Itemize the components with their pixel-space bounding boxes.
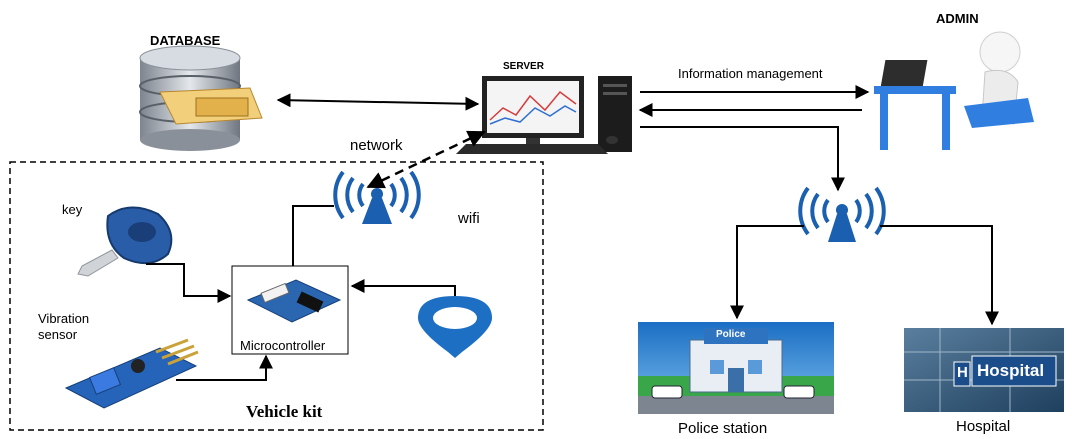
server-label: SERVER (503, 61, 544, 72)
microcontroller-board-icon (246, 279, 342, 323)
server-computer-icon (456, 76, 632, 154)
pin-to-mcu-arrow (350, 279, 456, 296)
sensor-to-mcu-arrow (176, 354, 273, 381)
wifi-label: wifi (458, 210, 480, 227)
hospital-sign-h: H (957, 364, 968, 381)
mcu-to-wifi-line (292, 205, 334, 266)
police-station-image (638, 322, 834, 414)
key-label: key (62, 202, 83, 217)
wifi-antenna-icon (333, 170, 421, 224)
vibration-sensor-label-1: Vibration (38, 311, 90, 326)
database-label: DATABASE (150, 33, 221, 48)
admin-label: ADMIN (936, 11, 979, 26)
hospital-image (904, 328, 1064, 412)
connectors (146, 85, 999, 381)
db-server-arrow (276, 93, 480, 111)
info-management-label: Information management (678, 66, 823, 81)
network-link-arrow (366, 130, 486, 189)
wifi-antenna-icon (798, 186, 886, 242)
location-pin-icon (418, 296, 492, 358)
microcontroller-label: Microcontroller (240, 338, 326, 353)
vibration-sensor-icon (64, 338, 199, 409)
vehicle-kit-label: Vehicle kit (246, 402, 323, 421)
wifi-to-police-arrow (730, 225, 804, 320)
server-wifi-arrow (640, 126, 845, 192)
vibration-sensor-label-2: sensor (38, 327, 78, 342)
database-icon (139, 45, 263, 151)
wifi-to-hospital-arrow (880, 225, 999, 326)
car-key-icon (77, 206, 173, 277)
police-sign-text: Police (716, 329, 746, 340)
network-label: network (350, 137, 403, 154)
hospital-sign-text: Hospital (977, 361, 1045, 380)
police-station-label: Police station (678, 420, 768, 437)
hospital-label: Hospital (956, 418, 1011, 435)
key-to-mcu-arrow (146, 263, 232, 303)
admin-user-icon (874, 31, 1034, 150)
